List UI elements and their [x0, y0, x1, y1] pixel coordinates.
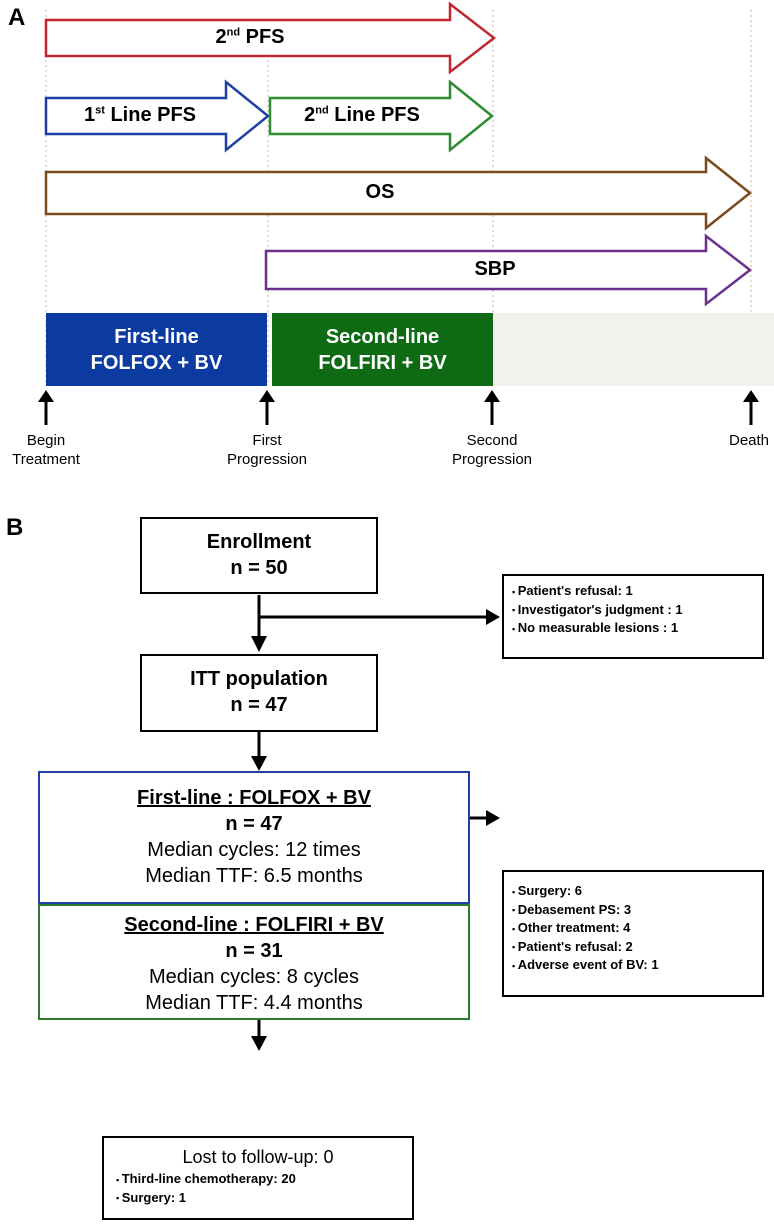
- sbp-label: SBP: [474, 258, 516, 280]
- exclusion-2-item: Other treatment: 4: [512, 919, 754, 938]
- exclusion-box-2: Surgery: 6 Debasement PS: 3 Other treatm…: [502, 870, 764, 997]
- final-item: Third-line chemotherapy: 20: [116, 1170, 400, 1189]
- first-line-box: First-line : FOLFOX + BV n = 47 Median c…: [38, 771, 470, 904]
- exclusion-2-item: Patient's refusal: 2: [512, 938, 754, 957]
- lost-to-follow-up: Lost to follow-up: 0: [182, 1147, 334, 1167]
- first-line-bar: [46, 313, 267, 386]
- exclusion-2-item: Adverse event of BV: 1: [512, 956, 754, 975]
- exclusion-1-item: Patient's refusal: 1: [512, 582, 754, 601]
- final-item: Surgery: 1: [116, 1189, 400, 1208]
- death-up-arrow-icon: [743, 390, 759, 425]
- first-line-pfs-label: 1st Line PFS: [83, 104, 197, 126]
- second-pfs-arrow: [44, 1, 497, 75]
- panel-b-label: B: [6, 514, 24, 541]
- exclusion-2-item: Surgery: 6: [512, 882, 754, 901]
- second-line-pfs-label: 2nd Line PFS: [304, 104, 420, 126]
- milestone-begin-treatment: Begin Treatment: [12, 432, 80, 468]
- first-line-pfs-arrow: [44, 79, 270, 153]
- itt-title: ITT population: [190, 668, 328, 690]
- second-line-ttf: Median TTF: 4.4 months: [145, 992, 363, 1014]
- first-line-ttf: Median TTF: 6.5 months: [145, 865, 363, 887]
- second-line-phase-label: Second-line FOLFIRI + BV: [318, 326, 447, 374]
- sbp-arrow: [264, 233, 753, 307]
- first-line-cycles: Median cycles: 12 times: [147, 839, 361, 861]
- panel-a-label: A: [8, 4, 26, 31]
- final-box: Lost to follow-up: 0 Third-line chemothe…: [102, 1136, 414, 1220]
- second-pfs-label: 2nd PFS: [215, 26, 285, 48]
- exclusion-2-item: Debasement PS: 3: [512, 901, 754, 920]
- exclusion-1-item: No measurable lesions : 1: [512, 619, 754, 638]
- second-line-title: Second-line : FOLFIRI + BV: [124, 914, 384, 936]
- exclusion-box-1: Patient's refusal: 1 Investigator's judg…: [502, 574, 764, 659]
- first-progression-up-arrow-icon: [259, 390, 275, 425]
- milestone-death: Death: [728, 432, 770, 449]
- second-line-n: n = 31: [225, 940, 283, 962]
- milestone-first-progression: First Progression: [226, 432, 308, 468]
- second-progression-up-arrow-icon: [484, 390, 500, 425]
- enrollment-title: Enrollment: [206, 531, 312, 553]
- enrollment-box: Enrollment n = 50: [140, 517, 378, 594]
- second-line-cycles: Median cycles: 8 cycles: [148, 966, 360, 988]
- milestone-second-progression: Second Progression: [451, 432, 533, 468]
- itt-box: ITT population n = 47: [140, 654, 378, 732]
- first-line-title: First-line : FOLFOX + BV: [137, 787, 371, 809]
- second-line-bar: [272, 313, 493, 386]
- post-progression-bar: [493, 313, 774, 386]
- os-label: OS: [365, 181, 395, 203]
- begin-up-arrow-icon: [38, 390, 54, 425]
- first-line-phase-label: First-line FOLFOX + BV: [90, 326, 223, 374]
- second-line-box: Second-line : FOLFIRI + BV n = 31 Median…: [38, 904, 470, 1020]
- os-arrow: [44, 155, 753, 231]
- itt-n: n = 47: [230, 694, 288, 716]
- exclusion-1-item: Investigator's judgment : 1: [512, 601, 754, 620]
- first-line-n: n = 47: [225, 813, 283, 835]
- second-line-pfs-arrow: [268, 79, 494, 153]
- enrollment-n: n = 50: [230, 557, 288, 579]
